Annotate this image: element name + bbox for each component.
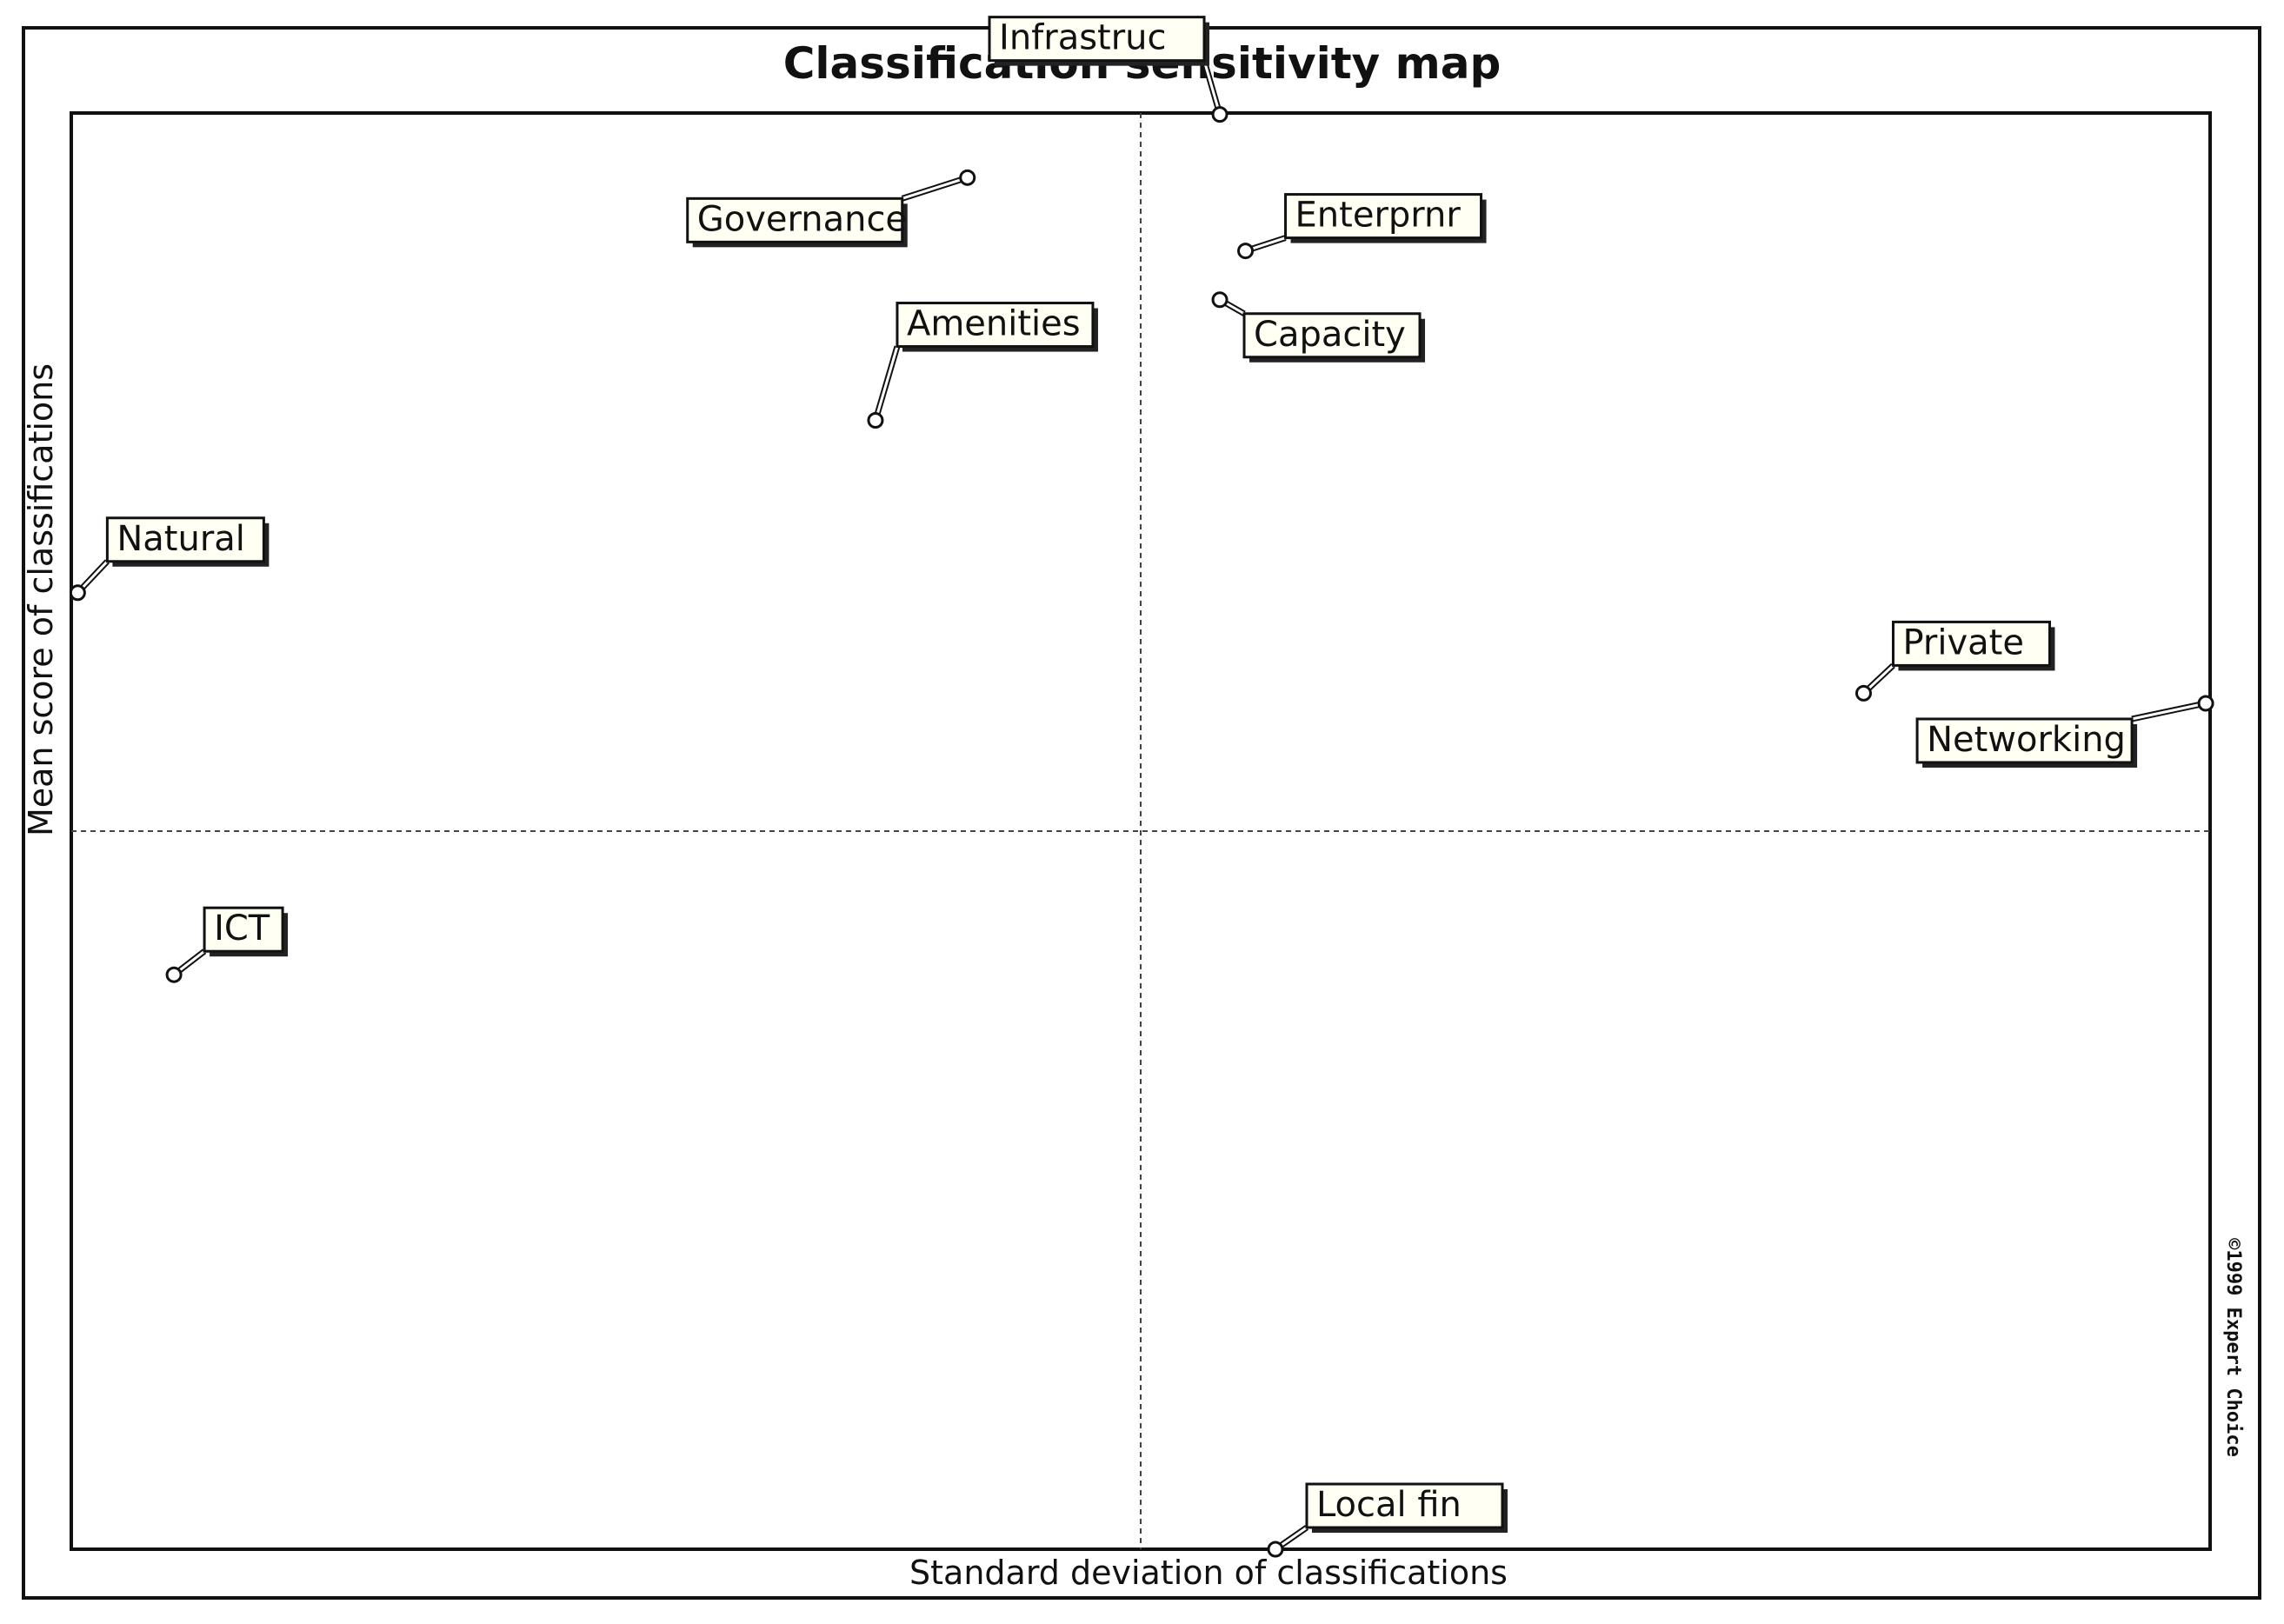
point-group: Enterprnr	[1237, 193, 1487, 260]
point-group: Capacity	[1211, 291, 1426, 363]
y-axis-label: Mean score of classifications	[22, 363, 60, 836]
leader-line-inner	[874, 346, 899, 421]
data-point	[1211, 106, 1229, 123]
label-box	[686, 196, 904, 243]
leader-line-inner	[2131, 702, 2207, 721]
label-box	[1305, 1482, 1504, 1529]
watermark: ©1999 Expert Choice	[2222, 1238, 2244, 1457]
point-group: Local fin	[1267, 1482, 1508, 1558]
point-label: ICT	[214, 909, 270, 948]
point-group: Natural	[69, 516, 270, 602]
point-label: Enterprnr	[1295, 196, 1462, 236]
label-box	[1891, 620, 2051, 667]
point-group: Private	[1855, 620, 2055, 702]
data-point	[1211, 291, 1229, 309]
point-group: Infrastruc	[988, 16, 1229, 123]
point-label: Natural	[117, 519, 245, 559]
label-box	[896, 302, 1095, 349]
point-label: Private	[1902, 622, 2023, 662]
data-point	[1267, 1541, 1284, 1558]
data-point	[1237, 243, 1255, 260]
point-label: Amenities	[907, 304, 1081, 344]
data-point	[959, 169, 976, 186]
label-box	[1915, 717, 2134, 764]
point-label: Local fin	[1316, 1485, 1462, 1525]
label-box	[988, 16, 1206, 63]
point-group: Amenities	[867, 302, 1098, 429]
point-label: Capacity	[1254, 315, 1406, 355]
label-box	[203, 906, 284, 953]
leader-line-inner	[1202, 60, 1222, 116]
data-point	[165, 966, 183, 983]
leader-line-inner	[902, 176, 969, 200]
label-box	[1242, 312, 1422, 359]
point-label: Infrastruc	[999, 18, 1167, 58]
point-group: Governance	[686, 169, 976, 248]
data-point	[1855, 684, 1872, 702]
label-box	[105, 516, 265, 563]
label-box	[1284, 193, 1483, 240]
data-point	[867, 412, 884, 429]
point-label: Governance	[697, 199, 907, 239]
x-axis-label: Standard deviation of classifications	[909, 1554, 1508, 1592]
data-point	[2197, 695, 2214, 712]
point-group: ICT	[165, 906, 289, 983]
data-point	[69, 584, 86, 602]
point-label: Networking	[1927, 720, 2126, 760]
point-group: Networking	[1915, 695, 2214, 768]
